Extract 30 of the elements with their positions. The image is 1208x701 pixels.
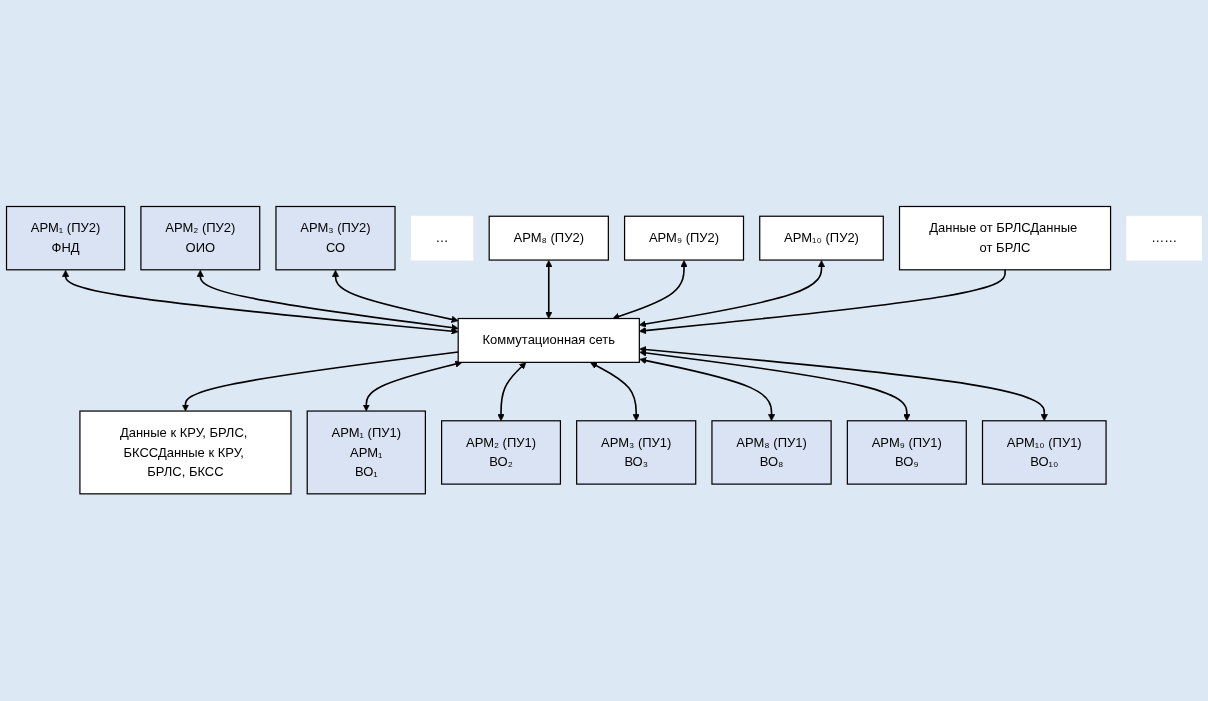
arrow (639, 349, 911, 422)
node-box: АРМ₈ (ПУ2) (488, 215, 609, 261)
node-box: Данные к КРУ, БРЛС, БКССДанные к КРУ, БРЛС, БКСС (79, 410, 292, 495)
arrow (196, 270, 459, 332)
arrow (331, 270, 459, 324)
node-box: АРМ₈ (ПУ1) ВО₈ (711, 420, 832, 486)
node-box: АРМ₁ (ПУ1) АРМ₁ ВО₁ (306, 410, 426, 495)
node-box: АРМ₉ (ПУ1) ВО₉ (846, 420, 967, 486)
node-box: АРМ₃ (ПУ2) СО (275, 206, 396, 271)
arrow (497, 362, 527, 422)
node-box: АРМ₂ (ПУ1) ВО₂ (441, 420, 562, 486)
arrow (590, 362, 640, 422)
arrow (639, 269, 1006, 335)
node-box: АРМ₂ (ПУ2) ОИО (140, 206, 261, 271)
node-box: АРМ₃ (ПУ1) ВО₃ (576, 420, 697, 486)
arrow (62, 270, 459, 335)
arrow (639, 357, 776, 422)
arrow (362, 360, 463, 412)
node-box: …… (1126, 216, 1202, 261)
node-box: АРМ₁₀ (ПУ2) (759, 215, 884, 261)
arrow (545, 260, 553, 320)
arrow (181, 351, 459, 412)
arrow (639, 260, 826, 328)
node-box: АРМ₁₀ (ПУ1) ВО₁₀ (981, 420, 1107, 486)
node-box: АРМ₁ (ПУ2) ФНД (5, 206, 126, 271)
arrow (639, 346, 1048, 422)
node-box: Данные от БРЛСДанные от БРЛС (898, 206, 1112, 271)
node-box: АРМ₉ (ПУ2) (623, 215, 745, 261)
node-box: Коммутационная сеть (457, 318, 640, 364)
node-box: … (410, 216, 474, 261)
